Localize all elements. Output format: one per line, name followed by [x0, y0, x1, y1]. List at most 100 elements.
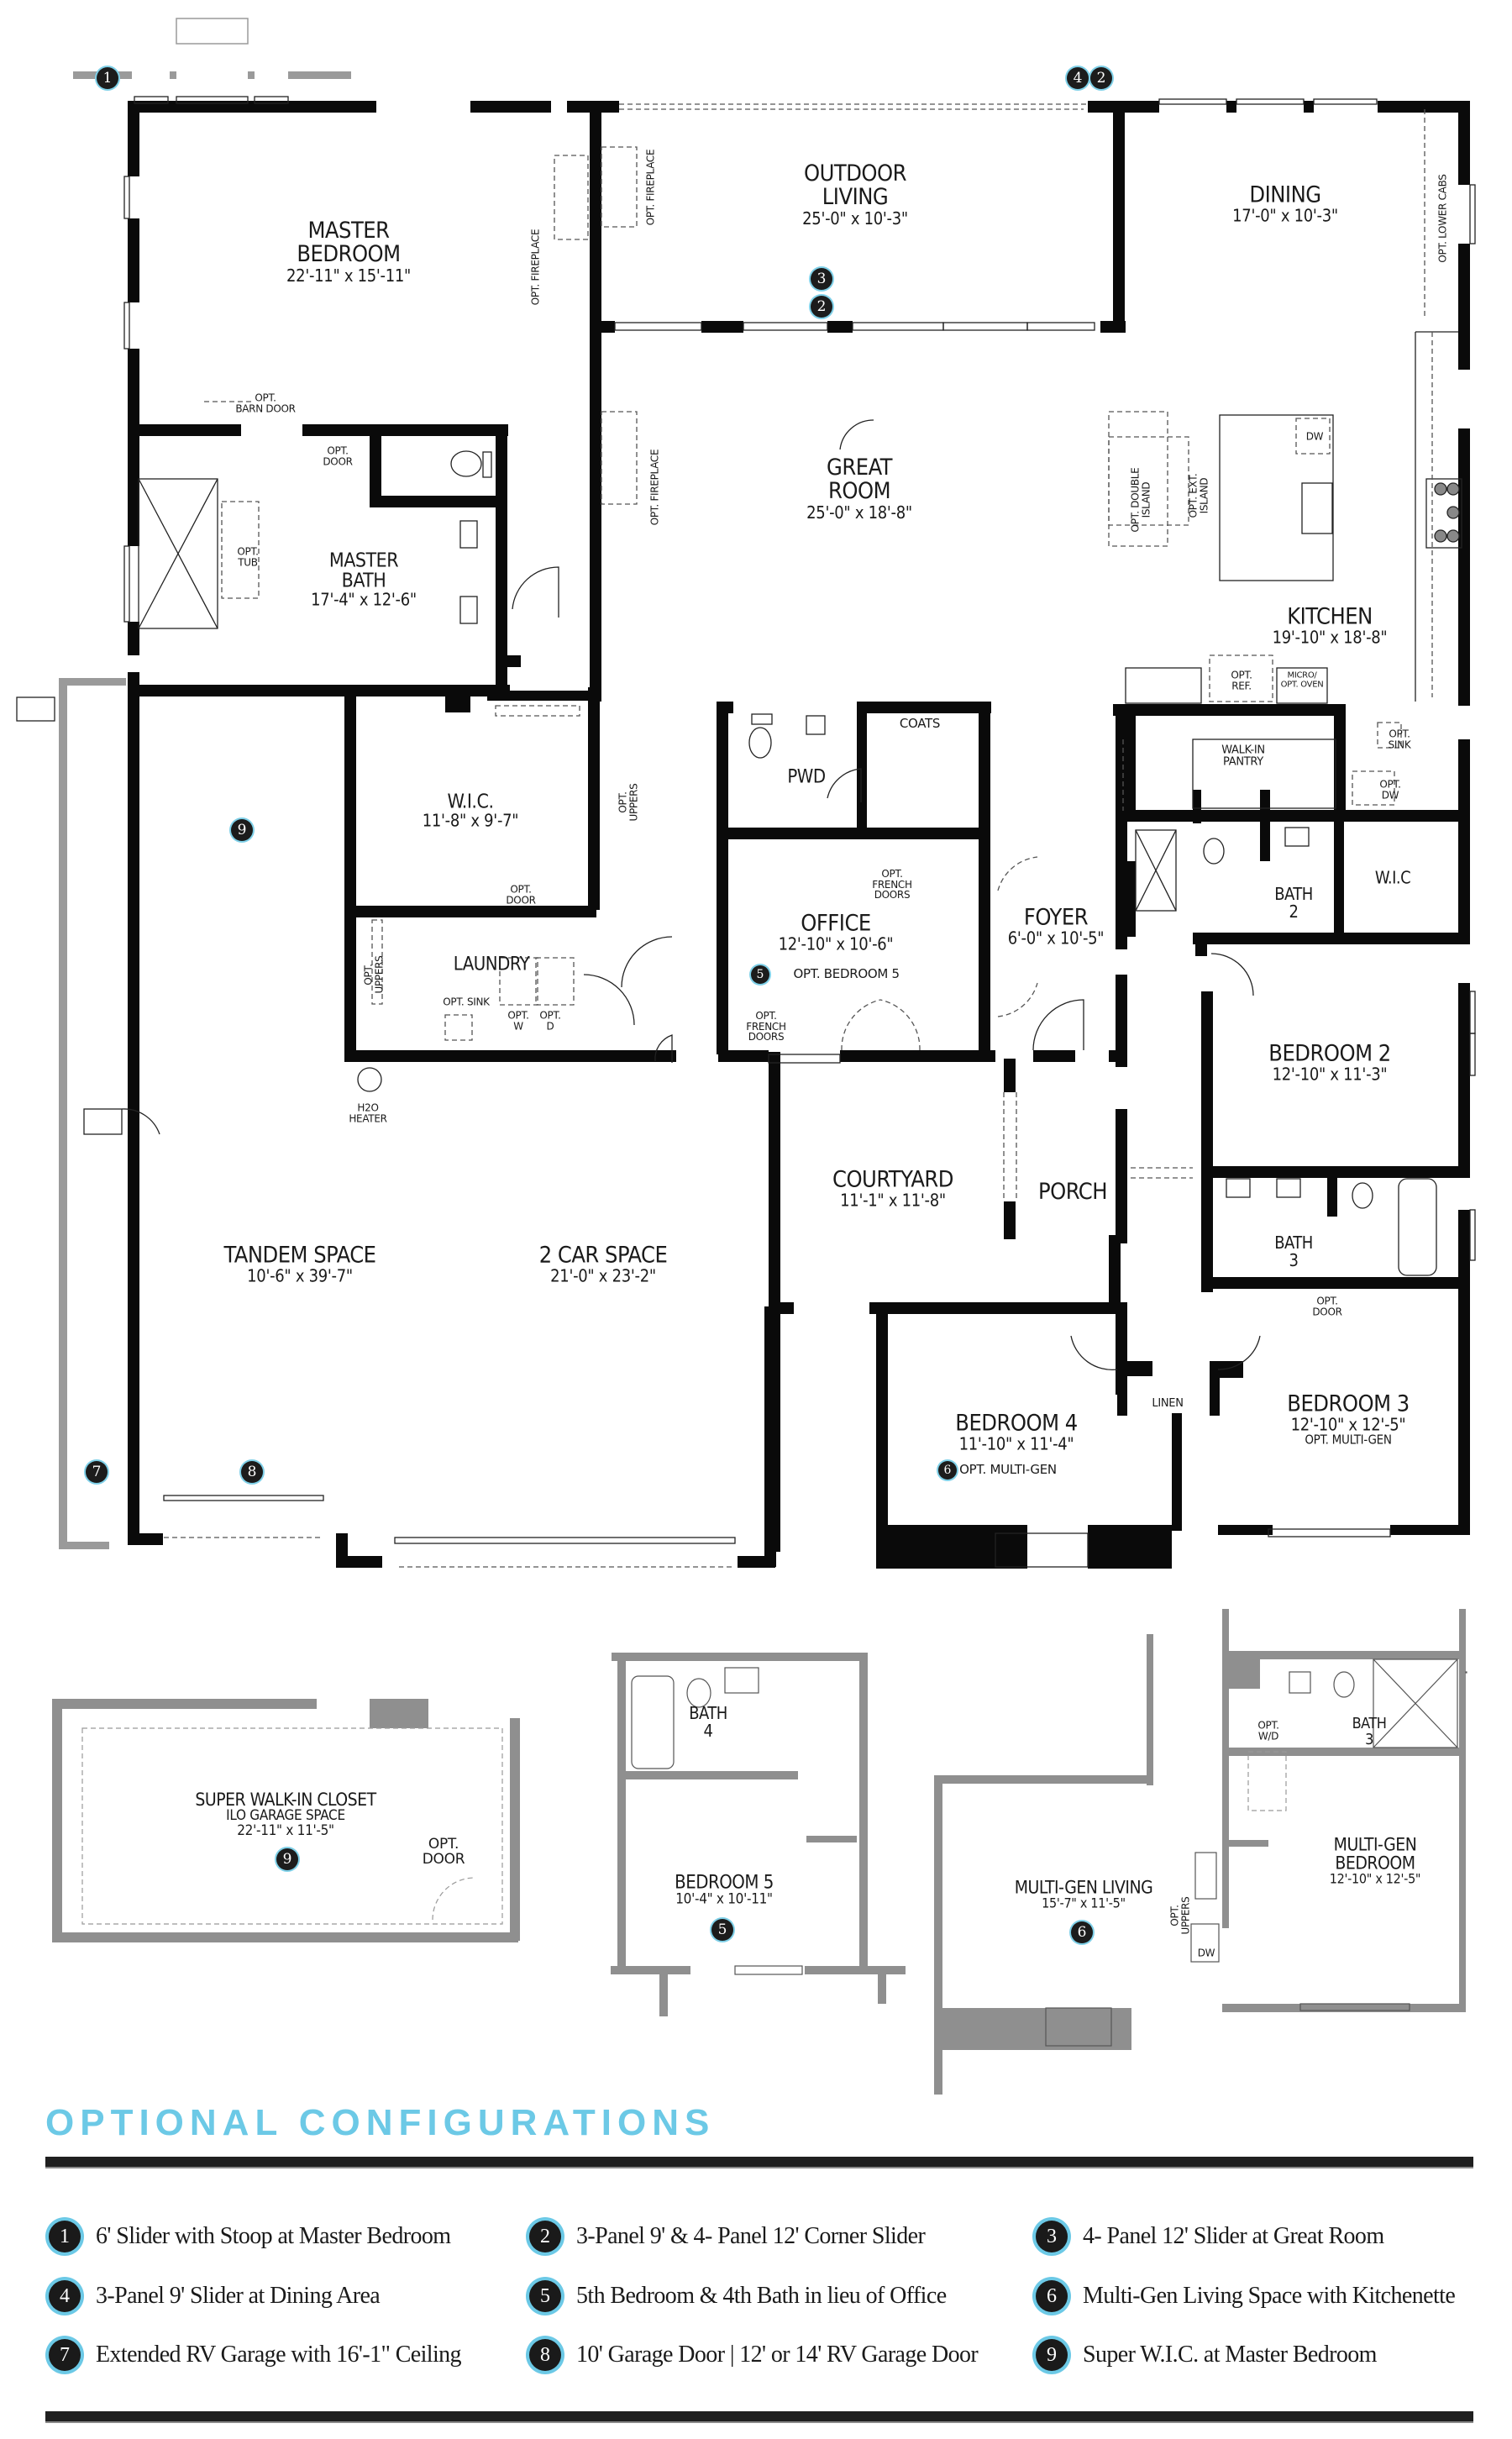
room-name: BEDROOM 3: [1287, 1390, 1410, 1417]
opt-fireplace-label: OPT. FIREPLACE: [529, 229, 542, 306]
dishwasher-label: DW: [1305, 430, 1324, 443]
annotation-line: TUB: [238, 556, 258, 568]
room-name: BEDROOM: [297, 241, 401, 268]
annotation-line: UPPERS: [627, 783, 639, 822]
opt-french-doors-label: OPT. FRENCH DOORS: [872, 868, 912, 901]
badge-5: 5: [751, 965, 769, 984]
opt-french-doors-label: OPT. FRENCH DOORS: [746, 1011, 786, 1043]
legend-text: Super W.I.C. at Master Bedroom: [1083, 2342, 1377, 2368]
legend-text: 5th Bedroom & 4th Bath in lieu of Office: [576, 2283, 947, 2309]
badge-6: 6: [1071, 1921, 1093, 1943]
room-dims: 17'-4" x 12'-6": [311, 589, 417, 610]
micro-oven-label: MICRO/ OPT. OVEN: [1280, 670, 1324, 690]
legend-item-6: 6 Multi-Gen Living Space with Kitchenett…: [1036, 2279, 1456, 2313]
badge-2: 2: [1090, 67, 1112, 89]
annotation-line: OPT.: [237, 545, 259, 558]
legend-text: 3-Panel 9' & 4- Panel 12' Corner Slider: [576, 2223, 926, 2249]
multigen-living-label: MULTI-GEN LIVING 15'-7" x 11'-5": [1015, 1879, 1153, 1911]
annotation-line: HEATER: [349, 1112, 387, 1124]
room-dims: 10'-6" x 39'-7": [247, 1265, 353, 1286]
outdoor-living-label: OUTDOOR LIVING 25'-0" x 10'-3": [802, 161, 908, 229]
annotation-line: OPT.: [539, 1009, 561, 1022]
room-dims: 11'-1" x 11'-8": [840, 1190, 946, 1211]
opt-fireplace-label: OPT. FIREPLACE: [644, 149, 657, 226]
annotation-line: OPT.: [1231, 669, 1252, 681]
opt-lower-cabs-label: OPT. LOWER CABS: [1436, 174, 1449, 263]
courtyard-label: COURTYARD 11'-1" x 11'-8": [832, 1167, 954, 1211]
walk-in-pantry-label: WALK-IN PANTRY: [1221, 744, 1265, 767]
optional-configurations-title: OPTIONAL CONFIGURATIONS: [45, 2102, 716, 2143]
office-option-label: OPT. BEDROOM 5: [793, 966, 900, 982]
legend-item-3: 3 4- Panel 12' Slider at Great Room: [1036, 2220, 1384, 2253]
annotation-line: DOOR: [323, 455, 353, 467]
kitchen-opt-sink-label: OPT. SINK: [1389, 728, 1411, 749]
room-name: SUPER WALK-IN CLOSET: [195, 1790, 376, 1811]
annotation-line: ISLAND: [1140, 481, 1152, 518]
legend-text: 4- Panel 12' Slider at Great Room: [1083, 2223, 1384, 2249]
room-dims: 17'-0" x 10'-3": [1232, 205, 1338, 226]
annotation-line: UPPERS: [373, 955, 385, 994]
room-name: OFFICE: [801, 910, 871, 937]
super-wic-opt-door-label: OPT. DOOR: [423, 1837, 465, 1868]
annotation-line: MICRO/: [1287, 670, 1317, 681]
opt-dw-label: OPT. DW: [1379, 779, 1401, 800]
bedroom2-label: BEDROOM 2 12'-10" x 11'-3": [1268, 1040, 1391, 1085]
annotation-line: SINK: [1388, 739, 1411, 750]
badge-7: 7: [86, 1461, 108, 1483]
room-name: BATH: [341, 570, 386, 592]
annotation-line: REF.: [1231, 680, 1252, 691]
opt-sink-label: OPT. SINK: [443, 996, 490, 1008]
annotation-line: DOOR: [506, 894, 536, 906]
room-name: 3: [1289, 1250, 1299, 1270]
office-label: OFFICE 12'-10" x 10'-6": [779, 910, 894, 953]
annotation-line: W: [513, 1020, 523, 1032]
annotation-line: OPT.: [1168, 1905, 1181, 1926]
room-name: MASTER: [307, 218, 390, 244]
annotation-line: OPT.: [881, 868, 903, 880]
room-dims: 12'-10" x 11'-3": [1272, 1064, 1388, 1085]
opt-ext-island-label: OPT. EXT. ISLAND: [1187, 474, 1210, 518]
annotation-line: OPT.: [1257, 1719, 1279, 1732]
room-dims: 25'-0" x 10'-3": [802, 208, 908, 229]
number-badge: 4: [49, 2280, 81, 2312]
tandem-space-label: TANDEM SPACE 10'-6" x 39'-7": [223, 1243, 376, 1286]
annotation-line: W/D: [1257, 1730, 1279, 1742]
room-name: BEDROOM 2: [1268, 1040, 1391, 1067]
bottom-divider: [45, 2411, 1473, 2423]
master-bath-label: MASTER BATH 17'-4" x 12'-6": [311, 550, 417, 608]
annotation-line: FRENCH: [746, 1020, 786, 1033]
wic-opt-door-label: OPT. DOOR: [506, 884, 536, 906]
linen-label: LINEN: [1152, 1397, 1184, 1411]
bedroom5-label: BEDROOM 5 10'-4" x 10'-11": [675, 1873, 774, 1908]
opt-door-label: OPT. DOOR: [323, 444, 353, 467]
annotation-line: DOOR: [422, 1851, 465, 1868]
room-dims: 12'-10" x 12'-5": [1329, 1870, 1421, 1887]
legend-item-4: 4 3-Panel 9' Slider at Dining Area: [49, 2279, 381, 2313]
room-dims: 11'-10" x 11'-4": [958, 1433, 1074, 1454]
opt-barn-door-label: OPT. BARN DOOR: [235, 392, 296, 414]
room-name: MASTER: [328, 549, 399, 572]
room-dims: 12'-10" x 12'-5": [1290, 1414, 1406, 1435]
multigen-dw-label: DW: [1197, 1947, 1215, 1959]
bedroom3-label: BEDROOM 3 12'-10" x 12'-5" OPT. MULTI-GE…: [1287, 1390, 1410, 1448]
two-car-space-label: 2 CAR SPACE 21'-0" x 23'-2": [539, 1243, 668, 1285]
annotation-line: UPPERS: [1179, 1896, 1191, 1935]
annotation-line: OPT.: [617, 791, 629, 813]
number-badge: 1: [49, 2221, 81, 2252]
annotation-line: OPT.: [428, 1836, 459, 1853]
h2o-heater-label: H2O HEATER: [349, 1102, 387, 1124]
bath4-label: BATH 4: [689, 1705, 727, 1740]
room-dims: 22'-11" x 15'-11": [286, 265, 411, 286]
room-dims: 15'-7" x 11'-5": [1042, 1895, 1126, 1911]
room-name: 4: [703, 1721, 713, 1741]
room-option: OPT. MULTI-GEN: [1305, 1432, 1392, 1448]
room-dims: 22'-11" x 11'-5": [237, 1822, 334, 1840]
annotation-line: OPT.: [1316, 1295, 1338, 1307]
annotation-line: BARN DOOR: [235, 402, 296, 414]
room-name: ROOM: [827, 478, 891, 505]
annotation-line: OPT. OVEN: [1280, 680, 1324, 689]
legend-text: 6' Slider with Stoop at Master Bedroom: [96, 2223, 451, 2249]
annotation-line: OPT.: [327, 444, 349, 457]
foyer-label: FOYER 6'-0" x 10'-5": [1008, 905, 1105, 947]
